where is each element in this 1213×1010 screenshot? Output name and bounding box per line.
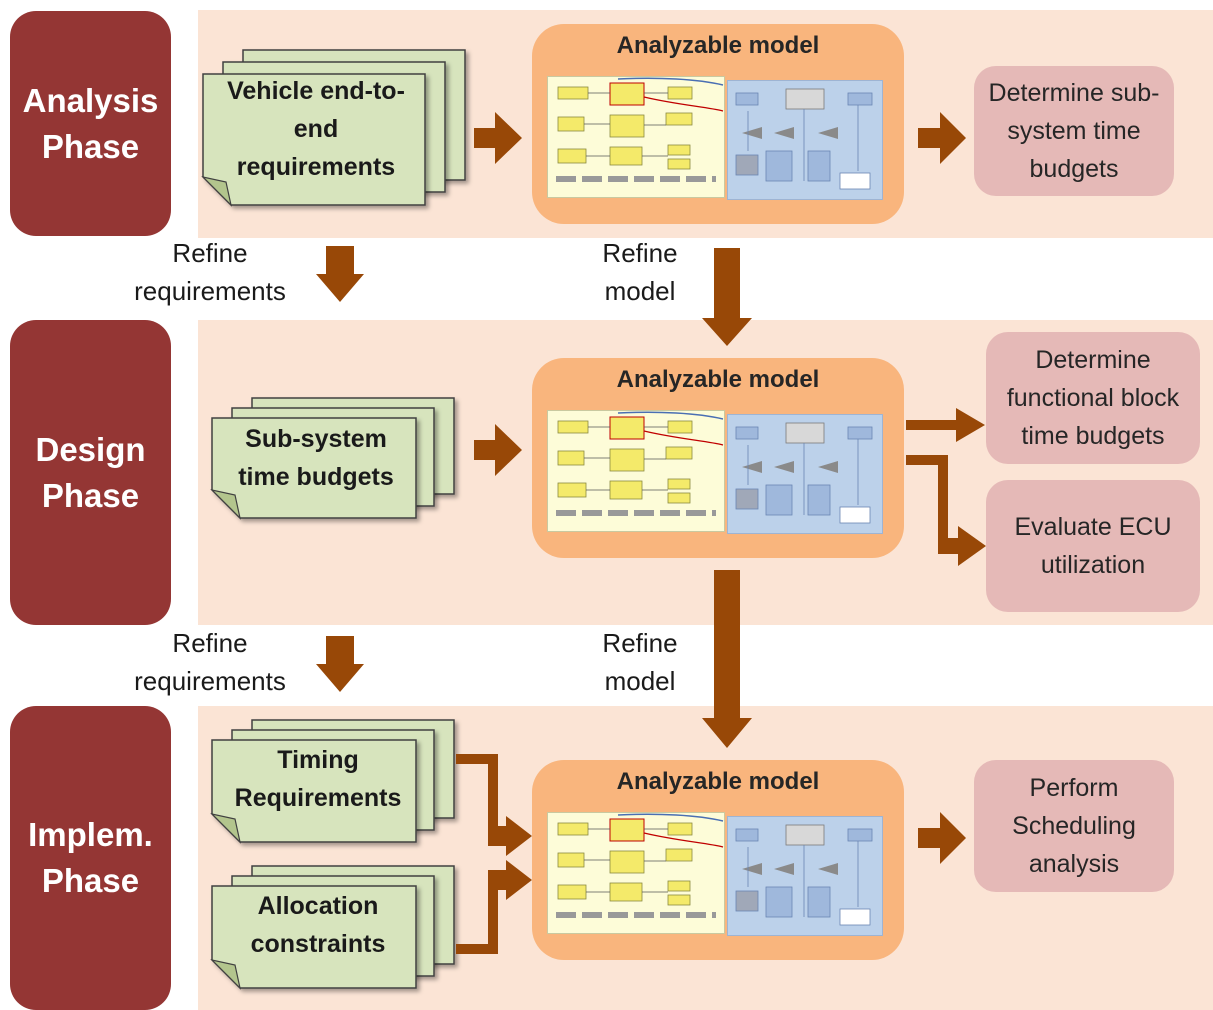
refine-req-2-line2: requirements	[134, 666, 286, 696]
design-phase-label: Design Phase	[10, 320, 171, 625]
implem-phase-line2: Phase	[41, 862, 140, 899]
implem-model-title: Analyzable model	[616, 768, 820, 795]
allocation-constraints-document-stack	[210, 865, 455, 990]
arrow-allocation-to-model	[456, 860, 532, 954]
arrow-model-to-functional-budgets	[906, 408, 985, 442]
design-model-title: Analyzable model	[616, 366, 820, 393]
arrow-model-to-ecu-utilization	[906, 455, 986, 566]
arrow-vehicle-to-model	[474, 112, 522, 164]
design-model-box: Analyzable model	[532, 358, 904, 558]
refine-req-2-line1: Refine	[172, 628, 248, 658]
implem-output-line3: analysis	[1028, 850, 1120, 878]
subsystem-line1: Sub-system	[245, 425, 387, 453]
timing-requirements-document-stack	[210, 719, 455, 844]
design-output-a-line2: functional block	[1006, 384, 1180, 412]
analysis-phase-label: Analysis Phase	[10, 11, 171, 236]
implem-model-hardware-thumbnail	[727, 816, 883, 936]
timing-line2: Requirements	[234, 784, 402, 812]
design-model-hardware-thumbnail	[727, 414, 883, 534]
arrow-timing-to-model	[456, 754, 532, 856]
design-output-a-line3: time budgets	[1021, 422, 1165, 450]
arrow-refine-requirements-2	[316, 636, 364, 692]
refine-model-1-line2: model	[604, 276, 676, 306]
analysis-output-line2: system time	[1007, 117, 1141, 145]
implem-phase-line1: Implem.	[28, 816, 153, 853]
design-phase-line1: Design	[35, 430, 146, 468]
allocation-line1: Allocation	[257, 892, 379, 920]
timing-line1: Timing	[277, 746, 359, 774]
timing-requirements-label: Timing Requirements	[216, 741, 420, 817]
refine-model-2-line2: model	[604, 666, 676, 696]
refine-req-1-line2: requirements	[134, 276, 286, 306]
implem-output-line1: Perform	[1029, 774, 1119, 802]
perform-scheduling-analysis-box: Perform Scheduling analysis	[974, 760, 1174, 892]
analysis-phase-line2: Phase	[41, 127, 140, 165]
vehicle-line2: end	[293, 115, 339, 143]
arrow-subsystem-to-model	[474, 424, 522, 476]
refine-req-1-line1: Refine	[172, 238, 248, 268]
arrow-model-to-scheduling	[918, 812, 966, 864]
determine-subsystem-budgets-box: Determine sub- system time budgets	[974, 66, 1174, 196]
refine-model-2-line1: Refine	[602, 628, 678, 658]
evaluate-ecu-utilization-box: Evaluate ECU utilization	[986, 480, 1200, 612]
vehicle-requirements-label: Vehicle end-to- end requirements	[208, 72, 424, 186]
arrow-refine-model-2	[702, 570, 752, 748]
subsystem-line2: time budgets	[238, 463, 394, 491]
analysis-phase-line1: Analysis	[22, 81, 159, 119]
analysis-output-line3: budgets	[1029, 155, 1119, 183]
arrow-refine-model-1	[702, 248, 752, 346]
design-output-b-line2: utilization	[1040, 551, 1146, 579]
allocation-constraints-label: Allocation constraints	[216, 887, 420, 963]
design-output-b-line1: Evaluate ECU	[1014, 513, 1172, 541]
analysis-model-box: Analyzable model	[532, 24, 904, 224]
analysis-model-hardware-thumbnail	[727, 80, 883, 200]
design-output-a-line1: Determine	[1035, 346, 1151, 374]
implem-output-line2: Scheduling	[1012, 812, 1136, 840]
subsystem-budgets-document-stack	[210, 397, 455, 520]
analysis-model-software-thumbnail	[547, 76, 725, 198]
implem-model-box: Analyzable model	[532, 760, 904, 960]
determine-functional-block-budgets-box: Determine functional block time budgets	[986, 332, 1200, 464]
vehicle-line3: requirements	[236, 153, 396, 181]
refine-requirements-label-1: Refine requirements	[110, 234, 310, 310]
refine-model-label-1: Refine model	[580, 234, 700, 310]
vehicle-line1: Vehicle end-to-	[227, 77, 405, 105]
vehicle-requirements-document-stack	[201, 49, 466, 207]
subsystem-budgets-label: Sub-system time budgets	[216, 420, 416, 496]
implem-phase-label: Implem. Phase	[10, 706, 171, 1010]
design-phase-line2: Phase	[41, 476, 140, 514]
arrow-refine-requirements-1	[316, 246, 364, 302]
arrow-model-to-subsystem-budgets	[918, 112, 966, 164]
analysis-output-line1: Determine sub-	[988, 79, 1160, 107]
allocation-line2: constraints	[250, 930, 386, 958]
refine-requirements-label-2: Refine requirements	[110, 624, 310, 700]
refine-model-label-2: Refine model	[580, 624, 700, 700]
refine-model-1-line1: Refine	[602, 238, 678, 268]
design-model-software-thumbnail	[547, 410, 725, 532]
implem-model-software-thumbnail	[547, 812, 725, 934]
analysis-model-title: Analyzable model	[616, 32, 820, 59]
